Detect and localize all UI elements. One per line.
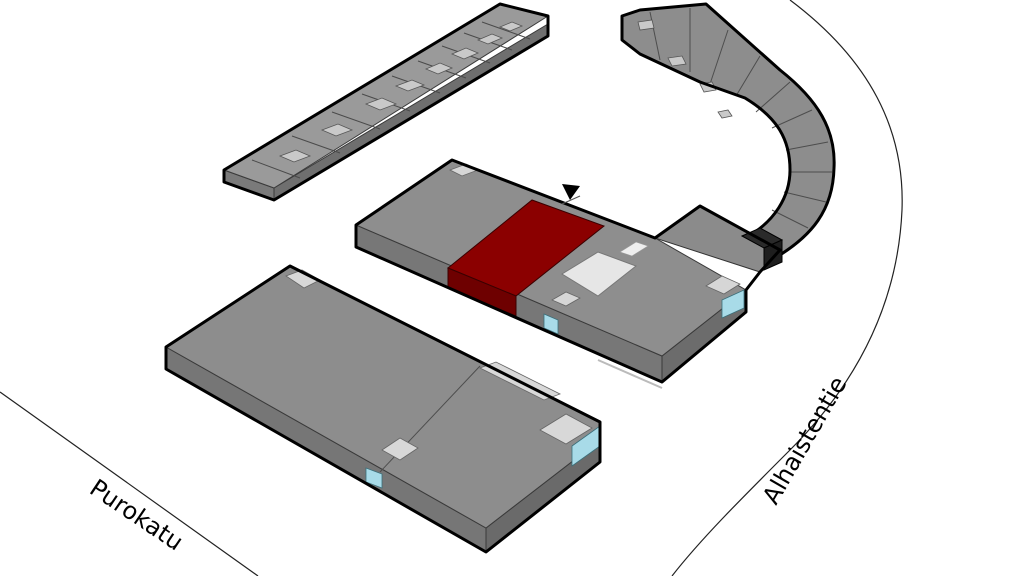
- building-thin-outline: [222, 2, 550, 202]
- building-middle-outline: [354, 158, 782, 384]
- glass-panel-middle-a: [543, 313, 559, 335]
- building-middle-light-patch: [561, 251, 638, 297]
- glass-panel-large-a: [365, 467, 383, 489]
- entrance-marker-line: [561, 195, 581, 205]
- building-thin-side-long: [273, 23, 549, 201]
- alhaistentie-street-line: [671, 0, 903, 576]
- purokatu-street-line: [0, 391, 259, 576]
- building-large-south: [164, 264, 602, 554]
- building-middle-ground-shadow: [597, 359, 663, 389]
- entrance-marker: [561, 184, 581, 205]
- glass-panel-middle-b: [721, 289, 745, 319]
- building-thin-stair-patches: [278, 21, 524, 163]
- black-triangle-icon: [562, 184, 580, 200]
- building-thin-north: [222, 2, 550, 202]
- building-middle: [354, 158, 784, 389]
- street-label-alhaistentie: Alhaistentie: [757, 372, 852, 509]
- building-thin-roof: [222, 3, 550, 189]
- building-middle-light-strip: [619, 241, 649, 257]
- building-large-outline: [164, 264, 602, 554]
